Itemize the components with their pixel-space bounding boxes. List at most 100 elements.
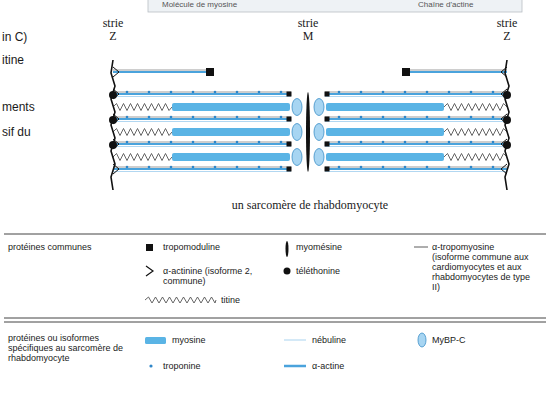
tropomyosin-line — [325, 167, 507, 168]
cropped-text: ments — [2, 101, 35, 114]
color-swatch — [145, 337, 166, 344]
troponin-dot — [492, 91, 495, 94]
troponin-dot — [448, 116, 451, 119]
z-line — [111, 60, 115, 190]
myosin-thick-filament — [172, 128, 290, 136]
tropomyosin-line — [113, 70, 210, 71]
tropomodulin-square — [325, 92, 330, 97]
m-line-myomesin — [306, 92, 310, 172]
troponin-dot — [192, 166, 195, 169]
troponin-dot — [338, 91, 341, 94]
mybpc-ellipse — [292, 124, 302, 141]
troponin-dot — [280, 166, 283, 169]
actin-filament — [113, 143, 291, 145]
legend-text: troponine — [163, 361, 263, 371]
tropomodulin-square — [287, 142, 292, 147]
troponin-dot — [214, 141, 217, 144]
troponin-dot — [426, 166, 429, 169]
troponin-dot — [382, 166, 385, 169]
myosin-thick-filament — [172, 153, 290, 161]
telethonin-dot — [109, 116, 117, 124]
titin-spring — [113, 104, 172, 111]
tropomyosin-line — [325, 92, 507, 93]
group-heading: protéines ou isoformes spécifiques au sa… — [8, 333, 124, 363]
nebulin-line — [325, 146, 507, 147]
troponin-dot — [470, 116, 473, 119]
troponin-dot — [148, 166, 151, 169]
alpha-actinin-sample — [146, 266, 153, 276]
troponin-dot — [126, 116, 129, 119]
nebulin-line — [325, 171, 507, 172]
nebulin-line — [113, 146, 291, 147]
myomesin-sample — [286, 241, 289, 257]
actin-filament — [325, 143, 507, 145]
troponin-dot — [258, 141, 261, 144]
troponin-dot — [382, 141, 385, 144]
cropped-text: in C) — [2, 31, 27, 44]
troponin-dot — [192, 116, 195, 119]
tropomodulin-square — [206, 68, 214, 76]
legend-separator — [4, 318, 546, 319]
titin-spring — [113, 154, 172, 161]
troponin-dot — [236, 116, 239, 119]
myosin-thick-filament — [326, 103, 444, 111]
troponin-dot — [360, 91, 363, 94]
tropomodulin-square — [287, 167, 292, 172]
actin-filament — [113, 118, 291, 120]
troponin-dot — [236, 166, 239, 169]
legend-text: myosine — [172, 335, 272, 345]
nebulin-line — [113, 121, 291, 122]
alpha-actinin-chevron — [113, 67, 119, 77]
troponin-dot — [382, 116, 385, 119]
titin-spring — [444, 154, 507, 161]
legend-text: myomésine — [296, 242, 406, 252]
troponin-dot — [404, 166, 407, 169]
actin-filament — [113, 168, 291, 170]
legend-text: MyBP-C — [432, 335, 532, 345]
tropomyosin-line — [406, 70, 507, 71]
legend-text: titine — [221, 295, 331, 305]
troponin-dot — [470, 141, 473, 144]
legend-text: nébuline — [312, 335, 412, 345]
legend-text: α-actine — [312, 361, 412, 371]
sarcomere-drawing — [109, 60, 511, 190]
telethonin-dot — [109, 141, 117, 149]
troponin-dot — [404, 91, 407, 94]
cropped-text: itine — [2, 54, 24, 67]
mybpc-ellipse — [292, 149, 302, 166]
troponin-dot — [126, 91, 129, 94]
actin-filament — [325, 93, 507, 95]
troponin-dot — [448, 166, 451, 169]
telethonin-dot — [503, 91, 511, 99]
troponin-dot — [426, 141, 429, 144]
troponin-dot — [470, 91, 473, 94]
legend-separator — [4, 322, 546, 323]
troponin-dot — [170, 91, 173, 94]
legend-samples — [145, 241, 428, 368]
figure-caption: un sarcomère de rhabdomyocyte — [232, 199, 388, 212]
troponin-dot — [236, 91, 239, 94]
stripe-label: strie Z — [103, 17, 124, 44]
cropped-text: sif du — [2, 126, 31, 139]
troponin-dot — [280, 91, 283, 94]
tropomodulin-square — [287, 92, 292, 97]
alpha-actinin-chevron — [113, 164, 119, 174]
telethonin-dot — [109, 91, 117, 99]
legend-separator — [4, 234, 546, 235]
troponin-dot — [148, 91, 151, 94]
titin-spring — [444, 129, 507, 136]
troponin-dot — [170, 166, 173, 169]
mybpc-sample — [418, 333, 426, 347]
troponin-dot — [492, 166, 495, 169]
troponin-dot — [360, 166, 363, 169]
troponin-dot — [492, 141, 495, 144]
tropomyosin-line — [325, 117, 507, 118]
actin-filament — [325, 118, 507, 120]
troponin-dot — [280, 116, 283, 119]
troponin-dot — [258, 116, 261, 119]
myosin-thick-filament — [326, 153, 444, 161]
actin-filament — [406, 71, 507, 73]
mybpc-ellipse — [314, 99, 324, 116]
troponin-dot — [170, 116, 173, 119]
telethonin-sample — [284, 268, 291, 275]
